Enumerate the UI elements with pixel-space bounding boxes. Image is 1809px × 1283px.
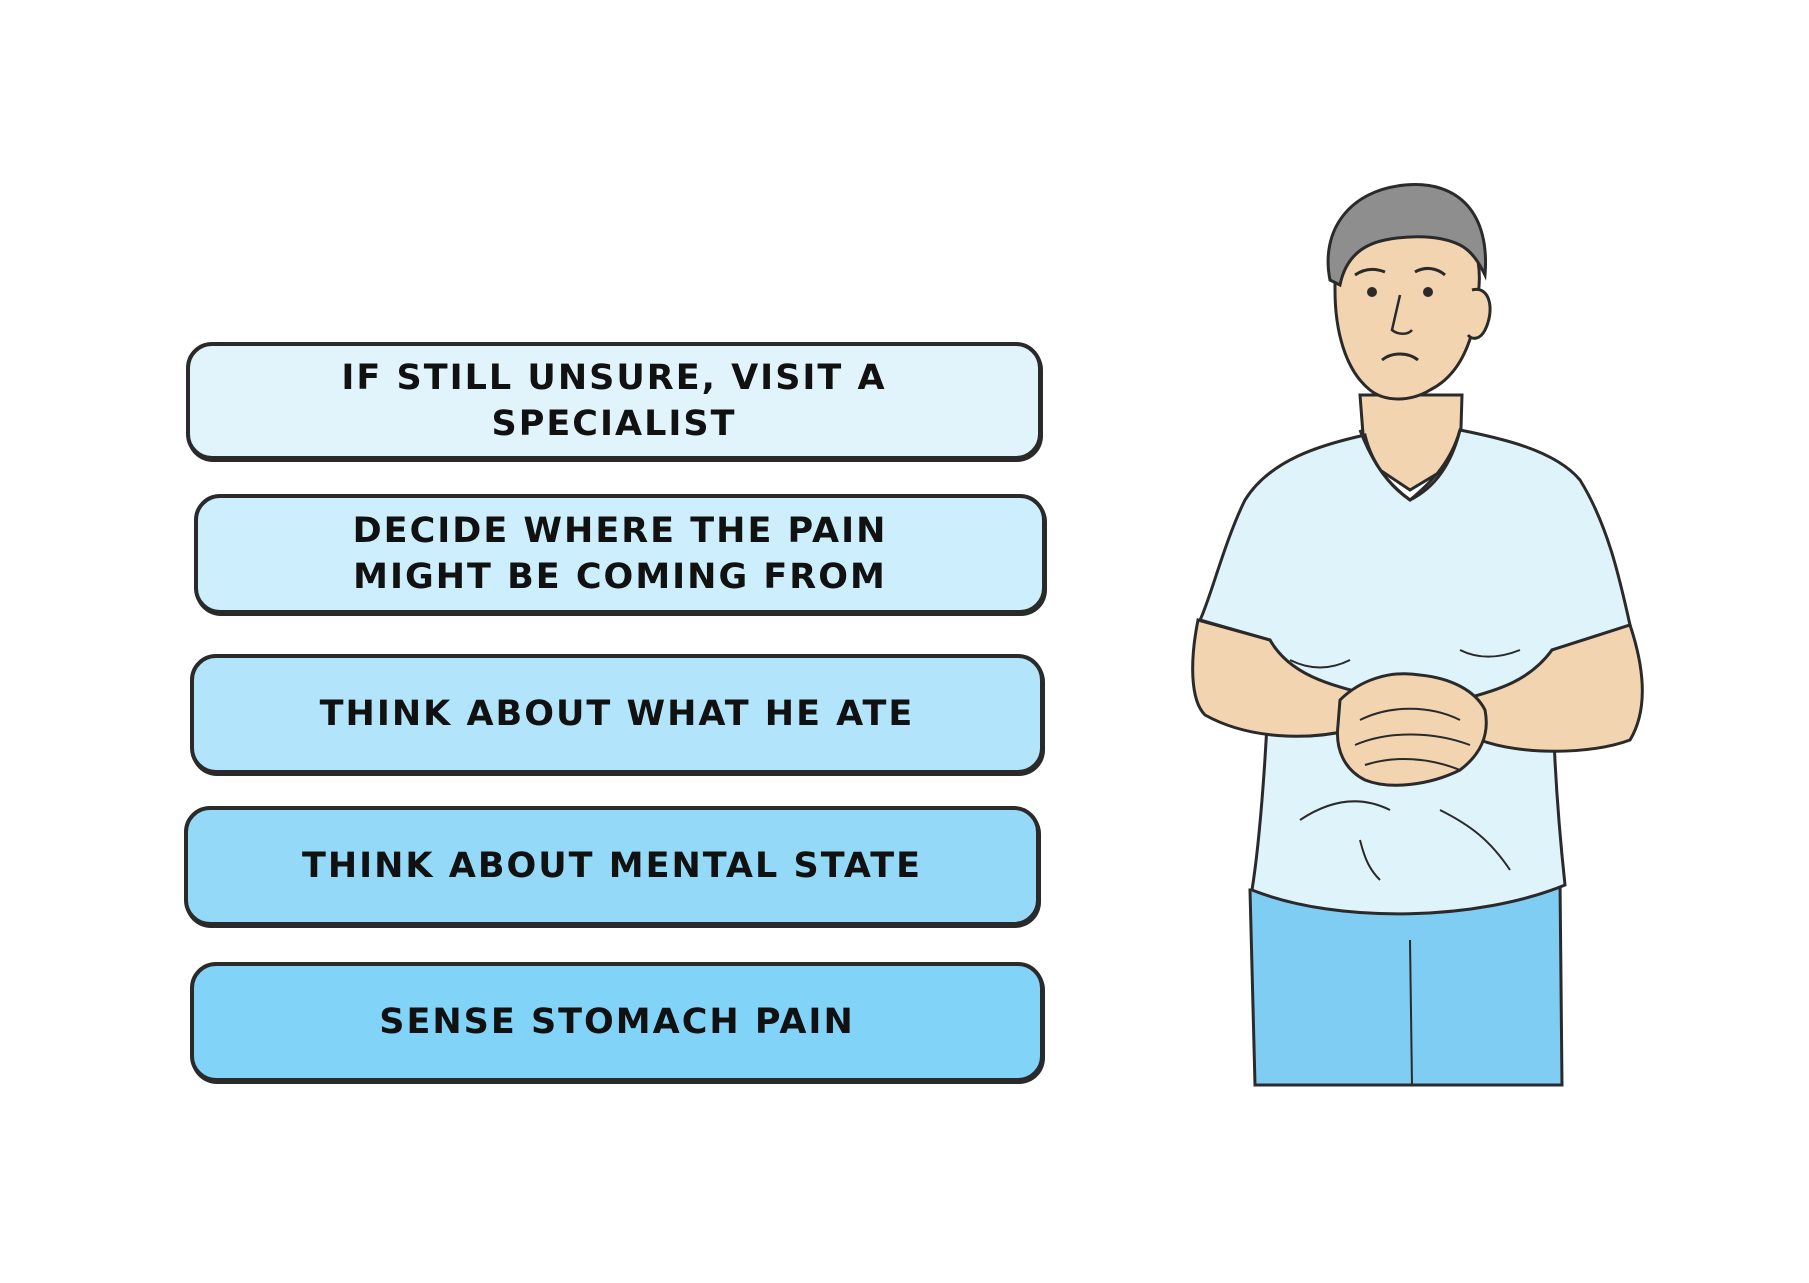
clasped-hands (1335, 672, 1488, 787)
step-5-text: SENSE STOMACH PAIN (379, 1002, 855, 1042)
step-1-text: IF STILL UNSURE, VISIT A SPECIALIST (341, 358, 887, 444)
man-illustration-svg (1191, 183, 1644, 1087)
step-box-4: THINK ABOUT MENTAL STATE (184, 806, 1040, 926)
step-2-line-1: DECIDE WHERE THE PAIN (352, 511, 888, 551)
step-box-3: THINK ABOUT WHAT HE ATE (190, 654, 1044, 774)
left-arm (1191, 618, 1373, 738)
step-box-1: IF STILL UNSURE, VISIT A SPECIALIST (186, 342, 1042, 460)
step-2-line-2: MIGHT BE COMING FROM (353, 557, 887, 597)
step-3-text: THINK ABOUT WHAT HE ATE (319, 694, 915, 734)
step-2-text: DECIDE WHERE THE PAIN MIGHT BE COMING FR… (353, 508, 888, 600)
right-arm (1457, 623, 1644, 753)
step-4-text: THINK ABOUT MENTAL STATE (301, 846, 923, 886)
step-box-5: SENSE STOMACH PAIN (190, 962, 1044, 1082)
man-holding-stomach-illustration (1160, 180, 1680, 1090)
hair (1326, 183, 1488, 288)
step-box-2: DECIDE WHERE THE PAIN MIGHT BE COMING FR… (194, 494, 1046, 614)
